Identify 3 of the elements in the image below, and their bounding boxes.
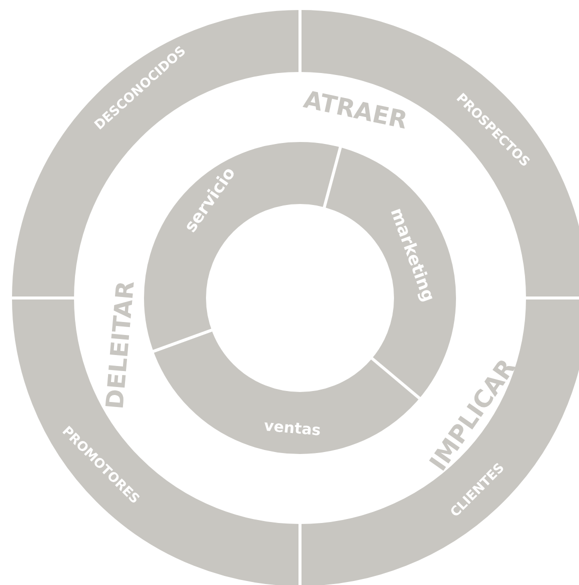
stage-label: DELEITAR [100,280,140,410]
stage-label: ATRAER [300,85,410,135]
ring-label: ventas [262,416,322,440]
